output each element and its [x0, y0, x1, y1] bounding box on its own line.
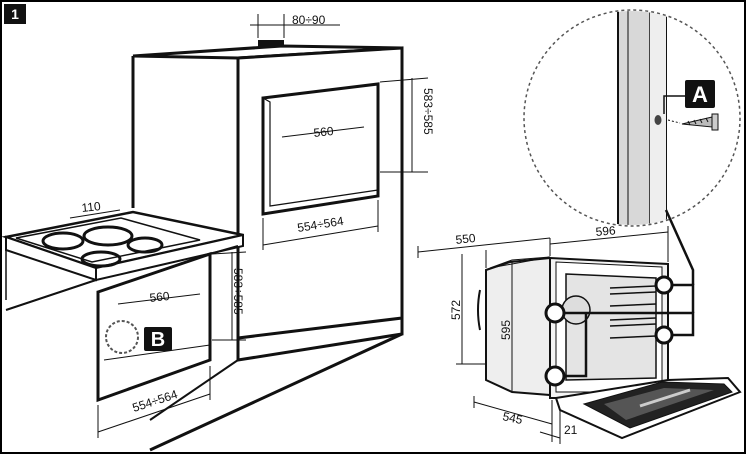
callout-b-badge: B — [144, 327, 172, 351]
hob-zone-right — [126, 236, 164, 254]
dim-door-thickness: 21 — [564, 423, 578, 437]
mount-connectors — [564, 209, 695, 378]
lower-niche-top-edge — [209, 245, 239, 255]
lower-cabinet-top-left — [5, 279, 97, 311]
mount-point-2 — [544, 365, 566, 387]
cabinet-dimension-lines — [69, 14, 429, 438]
lower-niche-floor-line — [103, 344, 211, 361]
hob-glass — [15, 217, 201, 263]
cabinet-floor-line — [149, 332, 403, 452]
callout-a-leader — [663, 95, 686, 114]
worktop — [1, 210, 244, 311]
b-marker-circle — [105, 320, 139, 354]
oven-dimension-labels: 550 596 572 595 545 21 — [449, 223, 617, 437]
cabinet-plinth — [236, 318, 404, 362]
figure-number-badge: 1 — [4, 4, 26, 24]
cabinet — [131, 40, 404, 452]
detail-a-magnifier: A — [523, 9, 741, 227]
screw-icon — [681, 113, 719, 131]
oven — [477, 209, 742, 440]
oven-body-side — [485, 256, 551, 397]
dim-top-vent: 80÷90 — [292, 13, 326, 27]
callout-a-label: A — [692, 82, 708, 107]
mount-point-3 — [654, 275, 674, 295]
hob-zone-left — [41, 231, 85, 251]
oven-racks — [609, 285, 657, 339]
dim-lower-width-inner: 560 — [149, 289, 171, 305]
hob-zone-rear — [82, 225, 134, 247]
dim-upper-height: 583÷585 — [421, 88, 435, 135]
callout-a-badge: A — [685, 80, 715, 108]
dim-hob-depth: 110 — [81, 199, 102, 215]
screw-hole — [654, 115, 662, 125]
mount-point-1 — [544, 302, 566, 324]
hob-zone-front — [80, 250, 122, 268]
vent-slot — [258, 40, 284, 47]
mount-point-4 — [654, 325, 674, 345]
dim-lower-height: 583÷585 — [231, 268, 245, 315]
dim-oven-body-depth: 545 — [501, 409, 524, 427]
dim-oven-width: 596 — [595, 223, 616, 239]
dim-oven-height-side: 572 — [449, 300, 463, 320]
dim-oven-height-front: 595 — [499, 320, 513, 340]
oven-dimension-lines — [417, 226, 669, 444]
cabinet-base-edge — [149, 359, 239, 421]
dim-oven-depth: 550 — [455, 231, 477, 247]
figure-number: 1 — [11, 6, 19, 22]
upper-niche-inner — [262, 97, 379, 207]
callout-b-label: B — [151, 329, 165, 351]
dim-upper-width-inner: 560 — [313, 124, 335, 140]
oven-cavity — [565, 273, 657, 381]
worktop-edge-front — [95, 233, 244, 282]
upper-niche — [261, 82, 380, 216]
